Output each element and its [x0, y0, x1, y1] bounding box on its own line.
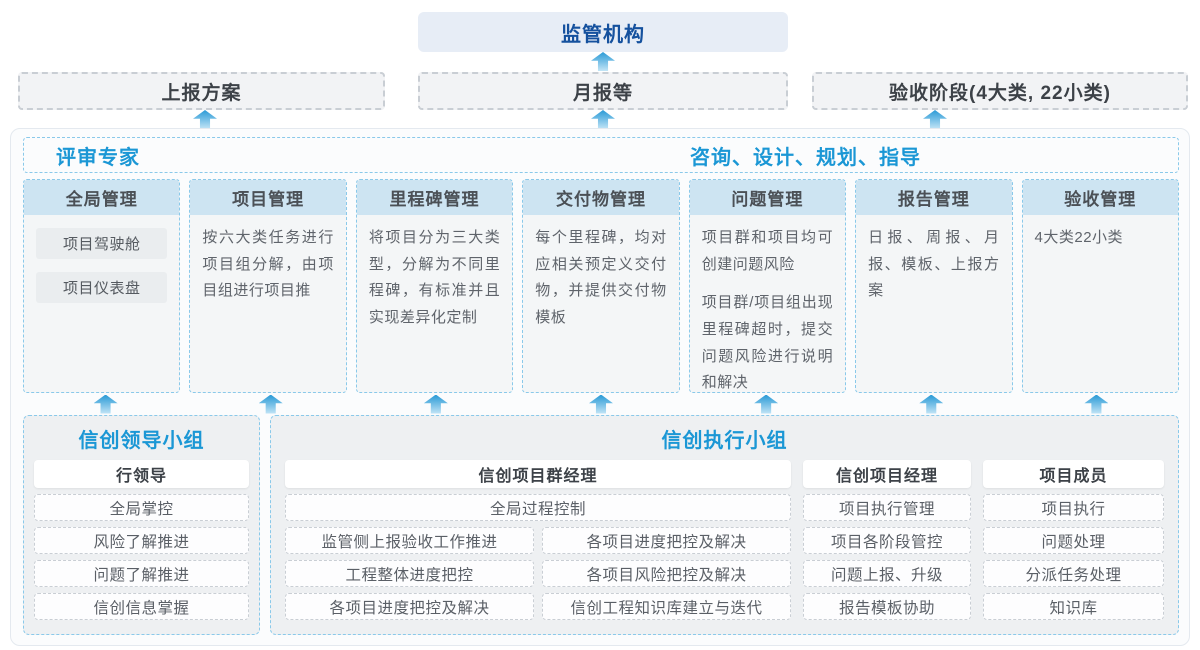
issue-paragraph: 项目群/项目组出现里程碑超时，提交问题风险进行说明和解决: [701, 294, 834, 392]
column-text: 4大类22小类: [1034, 229, 1124, 246]
consulting-label: 咨询、设计、规划、指导: [690, 146, 921, 169]
task-item: 全局过程控制: [285, 494, 791, 521]
task-item: 报告模板协助: [803, 593, 971, 620]
task-item: 项目各阶段管控: [803, 527, 971, 554]
program-manager-group: 信创项目群经理 全局过程控制 监管侧上报验收工作推进 各项目进度把控及解决 工程…: [285, 460, 791, 620]
task-item: 信创工程知识库建立与迭代: [542, 593, 791, 620]
report-box-monthly: 月报等: [418, 72, 788, 110]
task-item: 风险了解推进: [34, 527, 249, 554]
column-title: 交付物管理: [523, 180, 679, 215]
task-item: 问题了解推进: [34, 560, 249, 587]
column-text: 将项目分为三大类型，分解为不同里程碑，有标准并且实现差异化定制: [368, 229, 501, 327]
leadership-group: 信创领导小组 行领导 全局掌控 风险了解推进 问题了解推进 信创信息掌握: [23, 415, 260, 635]
column-text: 项目群和项目均可创建问题风险 项目群/项目组出现里程碑超时，提交问题风险进行说明…: [690, 215, 845, 392]
arrow-up-icon: [591, 110, 615, 129]
column-global-management: 全局管理 项目驾驶舱 项目仪表盘: [23, 179, 181, 393]
mini-box-cockpit: 项目驾驶舱: [36, 228, 168, 259]
project-member-group: 项目成员 项目执行 问题处理 分派任务处理 知识库: [983, 460, 1164, 620]
arrow-up-icon: [923, 110, 947, 129]
task-item: 知识库: [983, 593, 1164, 620]
arrow-up-icon: [258, 394, 283, 414]
task-item: 各项目进度把控及解决: [285, 593, 534, 620]
task-item: 信创信息掌握: [34, 593, 249, 620]
task-item: 项目执行管理: [803, 494, 971, 521]
task-item: 分派任务处理: [983, 560, 1164, 587]
task-item: 各项目风险把控及解决: [542, 560, 791, 587]
column-title: 报告管理: [856, 180, 1012, 215]
role-project-member: 项目成员: [983, 460, 1164, 488]
task-item: 项目执行: [983, 494, 1164, 521]
task-item: 各项目进度把控及解决: [542, 527, 791, 554]
task-item: 问题上报、升级: [803, 560, 971, 587]
column-project-management: 项目管理 按六大类任务进行项目组分解，由项目组进行项目推: [189, 179, 347, 393]
task-item: 全局掌控: [34, 494, 249, 521]
capability-columns: 全局管理 项目驾驶舱 项目仪表盘 项目管理 按六大类任务进行项目组分解，由项目组…: [23, 179, 1179, 393]
group-title: 信创领导小组: [78, 430, 205, 452]
column-acceptance-management: 验收管理 4大类22小类: [1021, 179, 1179, 393]
regulator-box: 监管机构: [418, 12, 788, 52]
arrow-up-icon: [754, 394, 779, 414]
main-panel: 评审专家 咨询、设计、规划、指导 全局管理 项目驾驶舱 项目仪表盘 项目管理 按…: [10, 128, 1190, 646]
arrow-up-icon: [919, 394, 944, 414]
arrow-up-icon: [588, 394, 613, 414]
execution-group: 信创执行小组 信创项目群经理 全局过程控制 监管侧上报验收工作推进 各项目进度把…: [270, 415, 1179, 635]
arrow-up-icon: [591, 52, 615, 71]
issue-paragraph: 项目群和项目均可创建问题风险: [701, 229, 834, 273]
column-text: 日报、周报、月报、模板、上报方案: [868, 229, 1000, 300]
role-program-manager: 信创项目群经理: [285, 460, 791, 488]
arrow-up-icon: [193, 110, 217, 129]
column-report-management: 报告管理 日报、周报、月报、模板、上报方案: [855, 179, 1013, 393]
column-title: 全局管理: [24, 180, 180, 215]
role-bank-leadership: 行领导: [34, 460, 249, 488]
report-box-acceptance: 验收阶段(4大类, 22小类): [812, 72, 1188, 110]
column-arrows-row: [23, 393, 1179, 415]
consulting-band: 评审专家 咨询、设计、规划、指导: [23, 137, 1179, 173]
task-item: 问题处理: [983, 527, 1164, 554]
column-issue-management: 问题管理 项目群和项目均可创建问题风险 项目群/项目组出现里程碑超时，提交问题风…: [688, 179, 847, 393]
column-title: 里程碑管理: [356, 180, 513, 215]
project-manager-group: 信创项目经理 项目执行管理 项目各阶段管控 问题上报、升级 报告模板协助: [803, 460, 971, 620]
organisation-row: 信创领导小组 行领导 全局掌控 风险了解推进 问题了解推进 信创信息掌握 信创执…: [23, 415, 1179, 635]
group-title: 信创执行小组: [661, 430, 788, 452]
arrow-up-icon: [93, 394, 118, 414]
role-project-manager: 信创项目经理: [803, 460, 971, 488]
column-text: 按六大类任务进行项目组分解，由项目组进行项目推: [202, 229, 334, 300]
arrow-up-icon: [423, 394, 448, 414]
experts-label: 评审专家: [56, 146, 140, 169]
task-item: 监管侧上报验收工作推进: [285, 527, 534, 554]
mini-box-dashboard: 项目仪表盘: [36, 272, 168, 303]
column-text: 每个里程碑，均对应相关预定义交付物，并提供交付物模板: [535, 229, 667, 327]
column-title: 验收管理: [1022, 180, 1178, 215]
report-box-plan: 上报方案: [18, 72, 385, 110]
task-item: 工程整体进度把控: [285, 560, 534, 587]
column-deliverable-management: 交付物管理 每个里程碑，均对应相关预定义交付物，并提供交付物模板: [522, 179, 680, 393]
column-milestone-management: 里程碑管理 将项目分为三大类型，分解为不同里程碑，有标准并且实现差异化定制: [355, 179, 514, 393]
arrow-up-icon: [1084, 394, 1109, 414]
column-title: 项目管理: [190, 180, 346, 215]
column-title: 问题管理: [689, 180, 846, 215]
